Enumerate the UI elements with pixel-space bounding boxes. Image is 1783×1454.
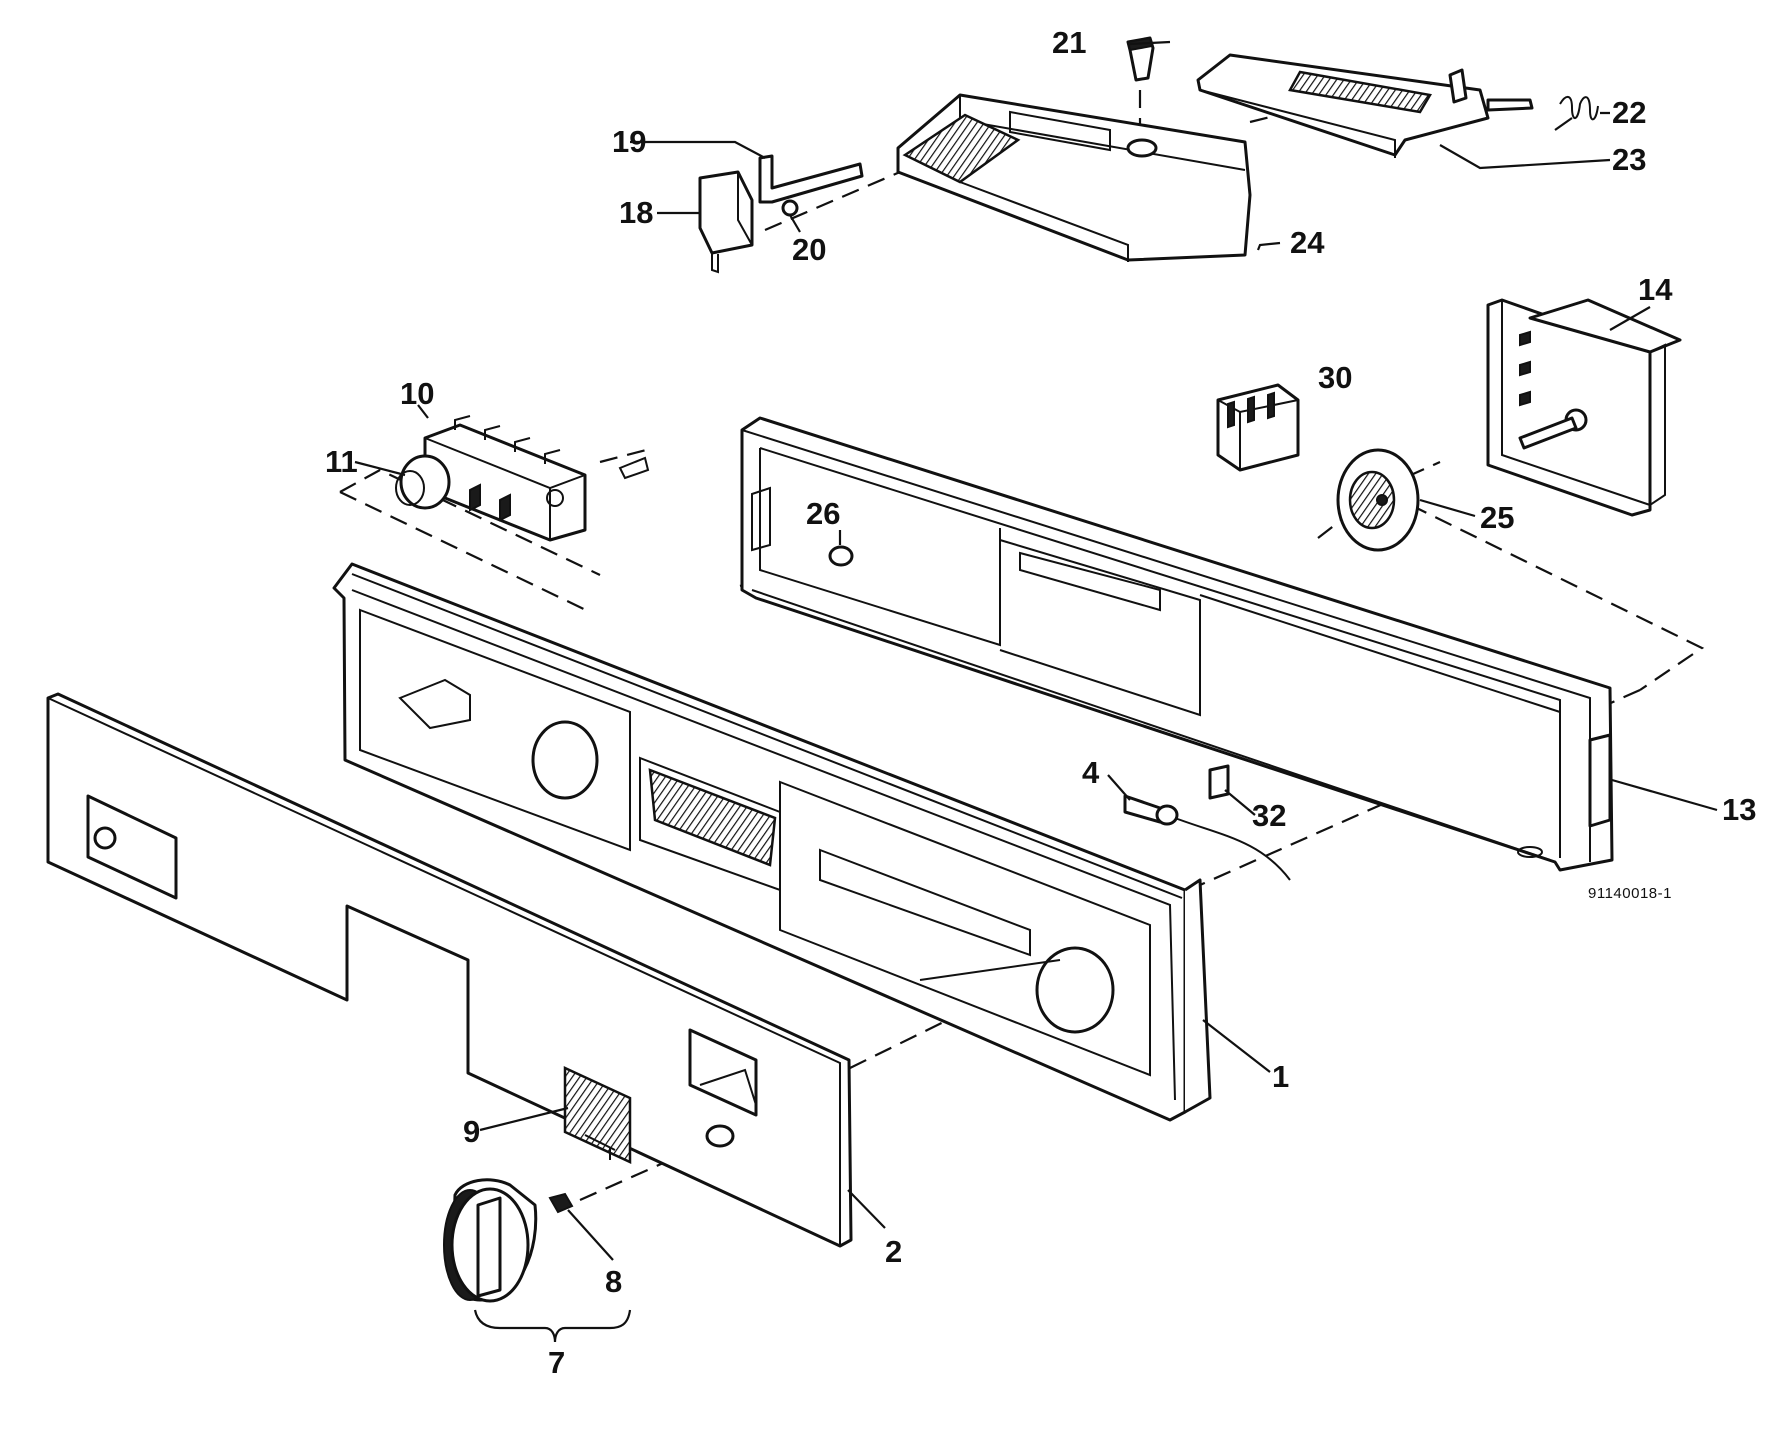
window-insert-part-9 xyxy=(563,1066,632,1164)
spring-part-22 xyxy=(1559,96,1599,121)
programme-timer-part-14 xyxy=(1486,298,1682,517)
callout-4: 4 xyxy=(1082,755,1100,790)
washer-part-20 xyxy=(781,199,799,217)
callout-13: 13 xyxy=(1722,792,1756,827)
callout-8: 8 xyxy=(605,1264,622,1299)
dispenser-lid-part-23 xyxy=(1196,53,1534,158)
callout-26: 26 xyxy=(806,496,840,531)
rear-frame-part-13 xyxy=(740,416,1614,872)
nozzle-part-21 xyxy=(1126,36,1155,82)
switch-knob-part-11 xyxy=(395,454,451,510)
grommet-part-26 xyxy=(828,545,854,567)
callout-23: 23 xyxy=(1612,142,1646,177)
front-panel-part-2 xyxy=(46,692,853,1248)
connector-block-part-30 xyxy=(1216,383,1300,472)
callout-19: 19 xyxy=(612,124,646,159)
callout-20: 20 xyxy=(792,232,826,267)
callout-7: 7 xyxy=(548,1345,565,1380)
switch-block-part-10 xyxy=(423,415,650,542)
knob-clip-part-8 xyxy=(548,1192,574,1214)
callout-14: 14 xyxy=(1638,272,1673,307)
callout-11: 11 xyxy=(325,444,358,479)
callout-30: 30 xyxy=(1318,360,1352,395)
callout-1: 1 xyxy=(1272,1059,1289,1094)
dispenser-body-part-24 xyxy=(896,93,1252,262)
indicator-lamp-part-4 xyxy=(1123,794,1291,881)
callout-25: 25 xyxy=(1480,500,1514,535)
leader-lines xyxy=(354,40,1718,1343)
callout-22: 22 xyxy=(1612,95,1646,130)
callout-numbers: 21 22 23 19 18 20 24 14 30 10 11 26 25 4… xyxy=(325,25,1756,1380)
callout-21: 21 xyxy=(1052,25,1086,60)
control-knob-part-7 xyxy=(443,1178,538,1303)
callout-9: 9 xyxy=(463,1114,480,1149)
callout-10: 10 xyxy=(400,376,434,411)
drawing-code: 91140018-1 xyxy=(1588,885,1672,902)
lever-part-19 xyxy=(758,154,864,204)
door-switch-part-18 xyxy=(698,170,754,274)
callout-2: 2 xyxy=(885,1234,902,1269)
lamp-bracket-part-32 xyxy=(1208,764,1230,800)
callout-18: 18 xyxy=(619,195,653,230)
callout-32: 32 xyxy=(1252,798,1286,833)
selector-dial-part-25 xyxy=(1336,448,1420,552)
control-panel-housing-part-1 xyxy=(332,562,1212,1122)
callout-24: 24 xyxy=(1290,225,1325,260)
